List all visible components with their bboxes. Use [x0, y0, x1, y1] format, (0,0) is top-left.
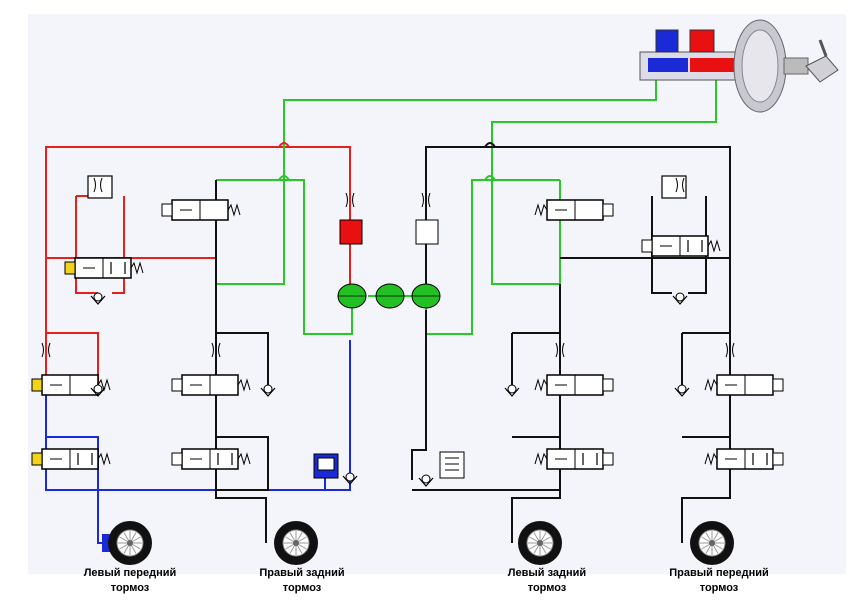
black-line-rear-left	[511, 436, 561, 543]
outlet-valve-rear-left	[534, 448, 614, 470]
black-line-front-right	[681, 436, 731, 543]
label-front-left-brake: Левый передний тормоз	[55, 566, 205, 596]
throttle-icon	[725, 342, 735, 358]
brake-master-cylinder-icon	[639, 19, 809, 113]
outlet-valve-front-right	[704, 448, 784, 470]
accumulator-icon	[375, 283, 405, 309]
label-rear-right-line1: Правый задний	[259, 567, 345, 579]
black-line-rear-right	[215, 180, 267, 543]
label-front-right-line2: тормоз	[699, 582, 739, 594]
brake-pedal-icon	[805, 39, 839, 83]
line-crossing-hop	[484, 175, 496, 181]
throttle-icon	[421, 192, 431, 208]
pressure-switch-right	[661, 175, 687, 199]
blue-line-outlet	[46, 436, 99, 490]
green-line-right-feed	[491, 78, 717, 180]
label-rear-left-line1: Левый задний	[507, 567, 587, 579]
green-line-left-feed	[283, 78, 657, 180]
black-line-right-loop-left	[651, 196, 672, 294]
pressure-valve-left	[64, 257, 144, 279]
label-front-right-line1: Правый передний	[669, 567, 769, 579]
pump-icon	[439, 451, 465, 479]
wheel-icon	[108, 521, 152, 565]
inlet-valve-rear-left	[534, 374, 614, 396]
green-line-left-valve	[215, 180, 285, 285]
accumulator-icon	[411, 283, 441, 309]
separating-piston-red	[339, 219, 363, 245]
check-valve-icon	[418, 474, 434, 487]
accumulator-icon	[337, 283, 367, 309]
pressure-valve-right	[641, 235, 721, 257]
black-line-rr-inlet	[216, 332, 269, 385]
check-valve-icon	[90, 292, 106, 305]
pressure-switch-left	[87, 175, 113, 199]
throttle-icon	[675, 177, 685, 193]
check-valve-icon	[260, 384, 276, 397]
label-rear-left-brake: Левый задний тормоз	[472, 566, 622, 596]
red-line-main	[45, 146, 351, 392]
inlet-valve-rear-right	[171, 374, 251, 396]
separating-piston-white	[415, 219, 439, 245]
label-front-right-brake: Правый передний тормоз	[644, 566, 794, 596]
inlet-valve-front-right	[704, 374, 784, 396]
switch-valve-right	[534, 199, 614, 221]
line-crossing-hop	[278, 175, 290, 181]
green-line-right-valve	[491, 180, 561, 285]
hydraulic-lines	[45, 78, 731, 544]
check-valve-icon	[672, 292, 688, 305]
throttle-icon	[555, 342, 565, 358]
wheel-icon	[690, 521, 734, 565]
throttle-icon	[345, 192, 355, 208]
label-rear-right-line2: тормоз	[282, 582, 322, 594]
throttle-icon	[41, 342, 51, 358]
red-line-loop-left	[75, 196, 98, 294]
black-line-right-return	[412, 284, 561, 491]
wheel-icon	[518, 521, 562, 565]
check-valve-icon	[90, 384, 106, 397]
red-line-inlet-valve	[46, 332, 99, 385]
switch-valve-left	[161, 199, 241, 221]
throttle-icon	[93, 177, 103, 193]
outlet-valve-rear-right	[171, 448, 251, 470]
label-rear-right-brake: Правый задний тормоз	[227, 566, 377, 596]
pump-icon	[313, 453, 339, 479]
wheel-icon	[274, 521, 318, 565]
black-line-right-loop-right	[688, 196, 707, 294]
check-valve-icon	[674, 384, 690, 397]
black-line-rr-outlet	[216, 436, 269, 491]
outlet-valve-front-left	[31, 448, 111, 470]
brake-caliper-front-left	[102, 534, 112, 552]
label-rear-left-line2: тормоз	[527, 582, 567, 594]
check-valve-icon	[504, 384, 520, 397]
black-line-right-pump	[411, 310, 427, 480]
check-valve-icon	[342, 472, 358, 485]
line-crossing-hop	[484, 142, 496, 148]
green-line-left-loop	[216, 179, 353, 335]
throttle-icon	[211, 342, 221, 358]
label-front-left-line1: Левый передний	[83, 567, 177, 579]
blue-line-main	[45, 340, 351, 491]
line-crossing-hop	[278, 142, 290, 148]
label-front-left-line2: тормоз	[110, 582, 150, 594]
red-line-loop-right	[112, 196, 125, 294]
schematic-components	[31, 19, 839, 565]
